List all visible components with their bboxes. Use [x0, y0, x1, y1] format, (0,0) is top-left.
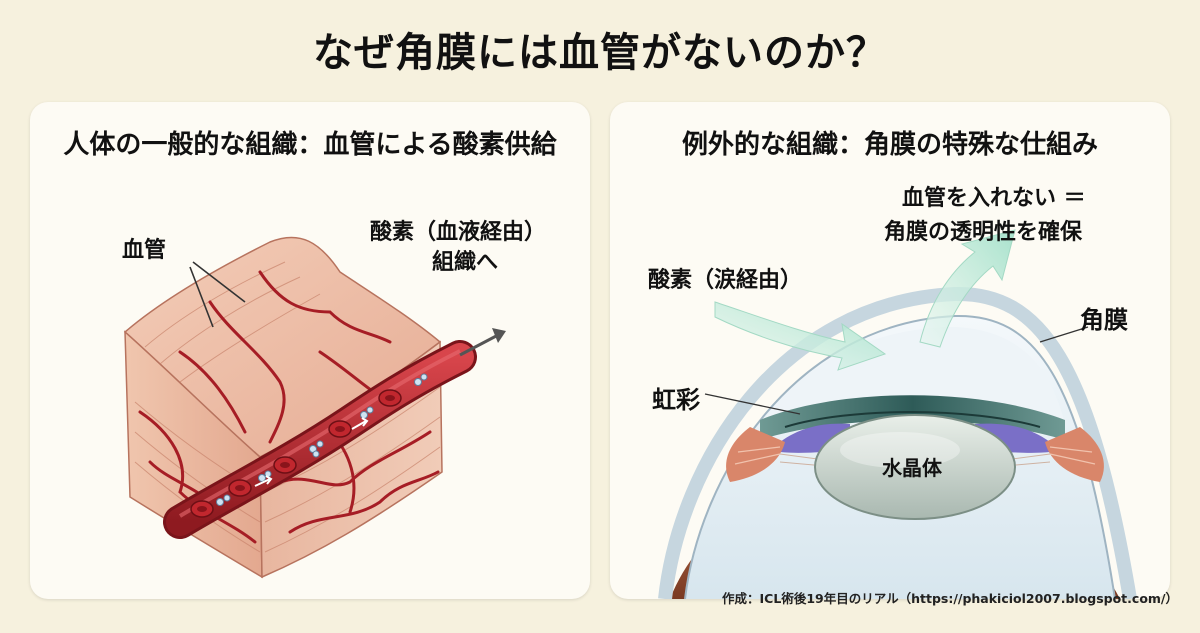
general-tissue-heading: 人体の一般的な組織：血管による酸素供給: [63, 130, 557, 160]
general-tissue-panel: 人体の一般的な組織：血管による酸素供給: [30, 102, 590, 599]
oxygen-tears-label: 酸素（涙経由）: [648, 268, 803, 293]
iris-label: 虹彩: [652, 386, 700, 414]
credit-text: 作成：ICL術後19年目のリアル（https://phakiciol2007.b…: [722, 591, 1178, 606]
eye-cross-section-illustration: [658, 229, 1137, 599]
vessel-label: 血管: [122, 238, 167, 263]
transparency-label-line2: 角膜の透明性を確保: [884, 220, 1083, 245]
cornea-heading: 例外的な組織：角膜の特殊な仕組み: [681, 130, 1098, 160]
lens-label: 水晶体: [882, 456, 942, 480]
oxygen-blood-label-line1: 酸素（血液経由）: [370, 220, 547, 245]
cornea-label: 角膜: [1080, 306, 1128, 334]
oxygen-blood-label-line2: 組織へ: [432, 250, 499, 275]
page-title: なぜ角膜には血管がないのか？: [313, 30, 887, 76]
transparency-label-line1: 血管を入れない ＝: [902, 186, 1086, 211]
cornea-panel: 例外的な組織：角膜の特殊な仕組み: [610, 102, 1170, 599]
tissue-block-illustration: [123, 236, 506, 579]
